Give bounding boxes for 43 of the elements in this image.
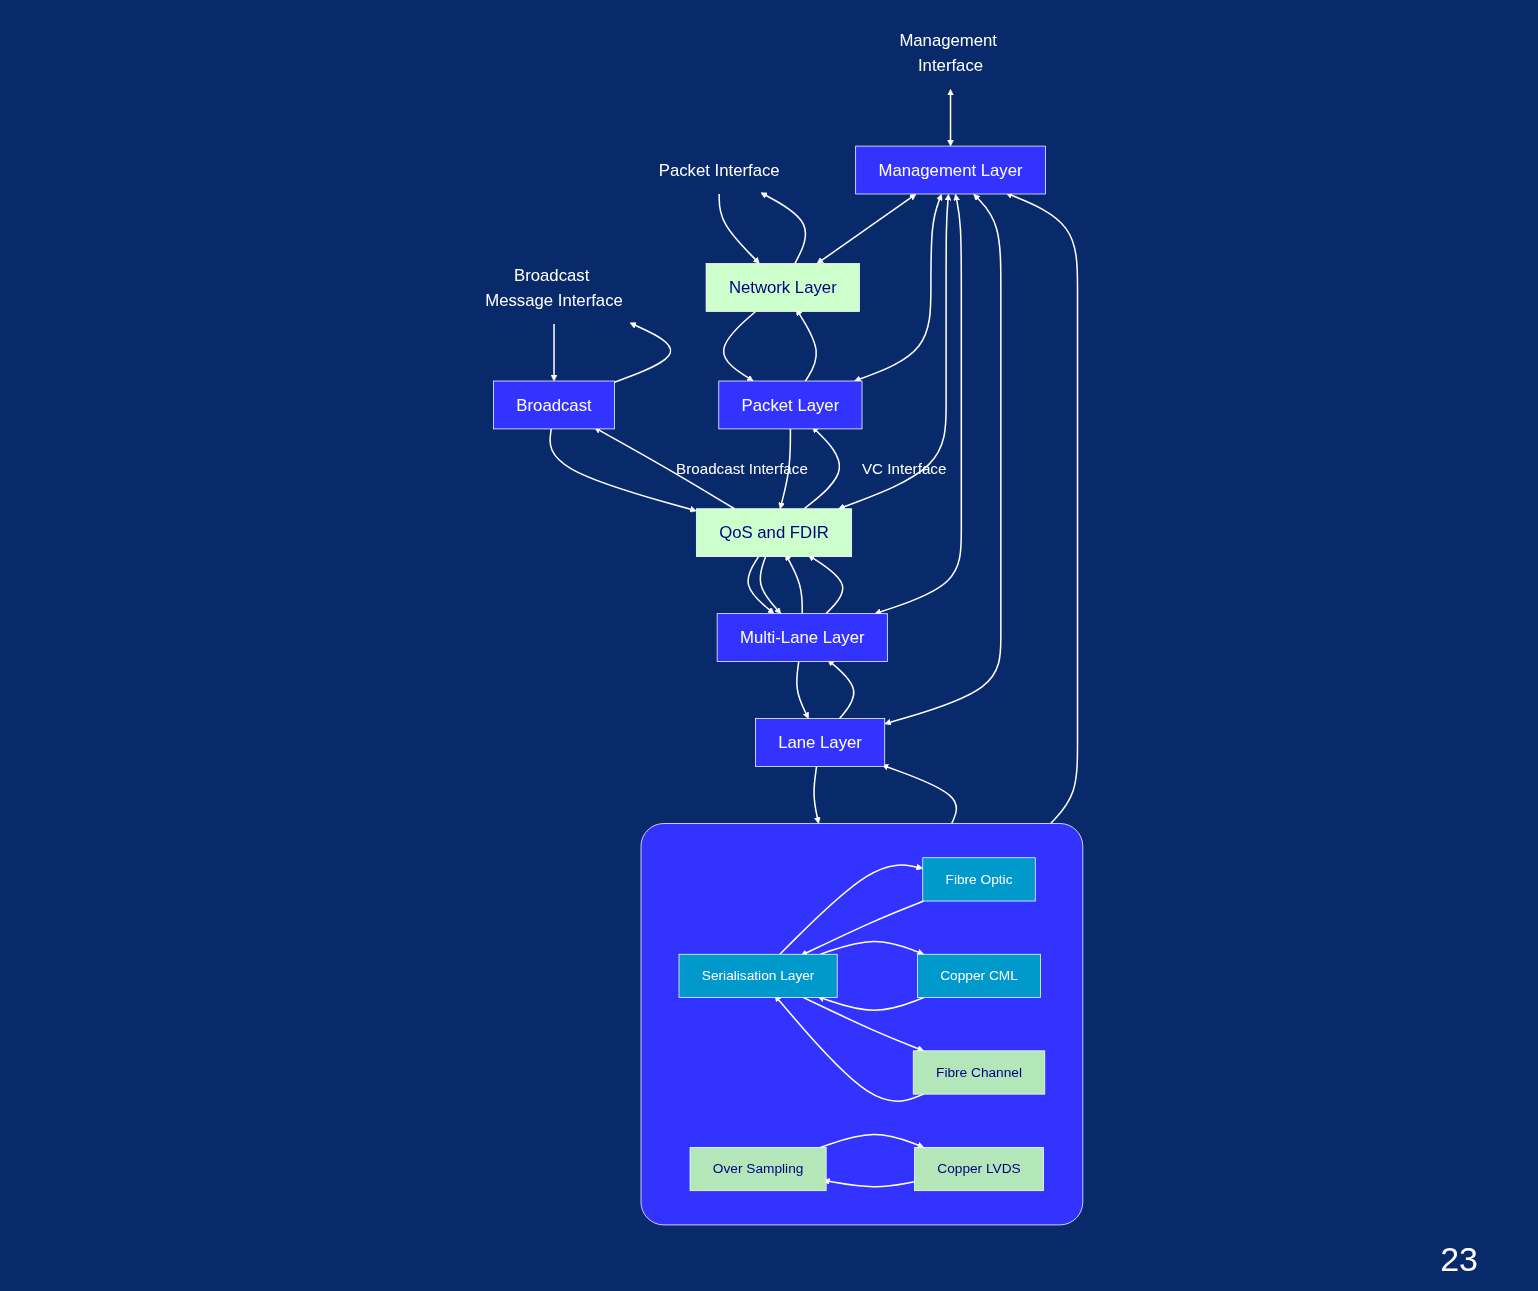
cluster bbox=[640, 823, 1084, 1226]
node-text: Management Interface bbox=[899, 30, 998, 75]
arrow bbox=[816, 193, 917, 264]
node-box: Packet Layer bbox=[718, 380, 863, 430]
arrow bbox=[779, 863, 924, 955]
node-box: Management Layer bbox=[855, 145, 1046, 195]
node-box: Serialisation Layer bbox=[678, 953, 838, 998]
arrow bbox=[613, 322, 672, 384]
arrow bbox=[722, 310, 757, 382]
node-text: Packet Interface bbox=[658, 160, 780, 180]
arrow bbox=[760, 192, 807, 265]
node-box: Network Layer bbox=[705, 263, 860, 312]
arrow bbox=[774, 995, 925, 1102]
arrow bbox=[817, 995, 925, 1012]
node-box: Broadcast bbox=[493, 380, 615, 430]
arrow bbox=[549, 428, 697, 513]
arrow bbox=[759, 555, 782, 614]
node-box: Fibre Optic bbox=[922, 857, 1036, 902]
node-box: Multi-Lane Layer bbox=[716, 613, 888, 662]
arrow bbox=[854, 193, 943, 383]
node-box: Copper CML bbox=[917, 953, 1041, 998]
arrow bbox=[747, 555, 775, 614]
arrow bbox=[802, 996, 924, 1052]
arrow bbox=[819, 1133, 924, 1149]
node-box: Fibre Channel bbox=[912, 1050, 1046, 1095]
node-box: Lane Layer bbox=[755, 718, 886, 767]
arrow bbox=[718, 193, 760, 264]
arrow bbox=[796, 660, 809, 719]
node-text: Broadcast Message Interface bbox=[485, 265, 623, 310]
arrow bbox=[838, 194, 952, 510]
arrow bbox=[819, 940, 924, 956]
node-box: Over Sampling bbox=[689, 1147, 827, 1192]
arrow bbox=[947, 89, 954, 147]
arrow bbox=[778, 428, 792, 510]
page-number: 23 bbox=[1440, 1240, 1478, 1278]
node-box: QoS and FDIR bbox=[696, 508, 853, 557]
arrow bbox=[800, 900, 925, 956]
arrow bbox=[594, 427, 736, 510]
arrow bbox=[813, 765, 821, 824]
arrow bbox=[874, 194, 963, 615]
node-box: Copper LVDS bbox=[914, 1147, 1044, 1192]
arrow bbox=[884, 193, 1002, 726]
arrow bbox=[550, 323, 558, 382]
